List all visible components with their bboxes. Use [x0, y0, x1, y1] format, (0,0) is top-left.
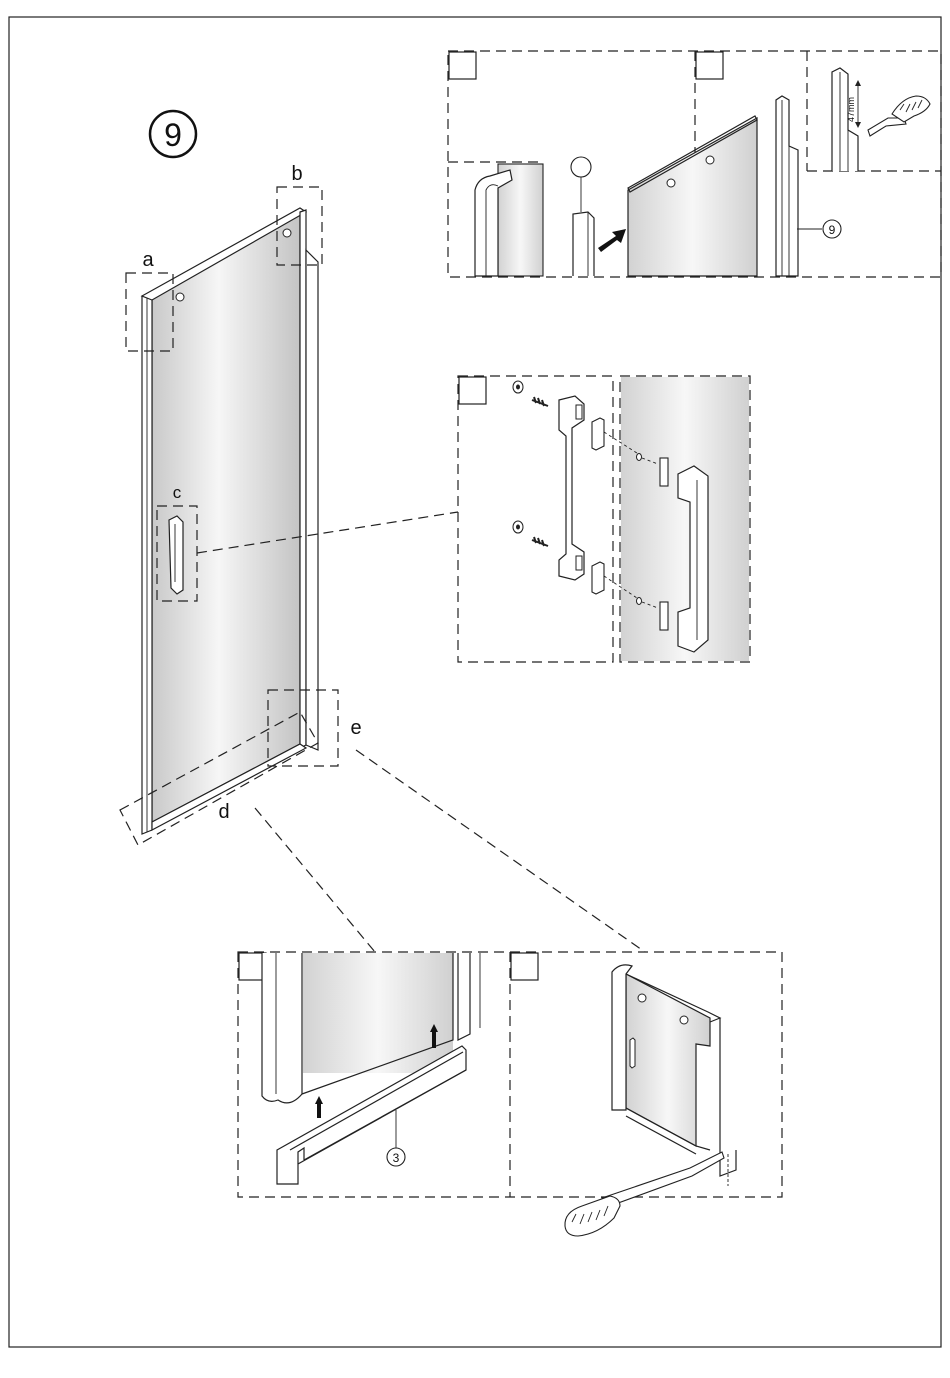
sub-step-box [511, 953, 538, 980]
glass-hole [638, 994, 646, 1002]
vertical-profile [776, 96, 798, 276]
callout-label-d: d [218, 801, 229, 823]
door-right-profile [300, 210, 306, 748]
hinge-hole [176, 293, 184, 301]
sub-step-box [449, 52, 476, 79]
part-number-9: 9 [829, 223, 836, 237]
callout-label-a: a [142, 249, 154, 271]
main-door [142, 208, 318, 834]
mount-clip [660, 602, 668, 630]
screw [532, 397, 548, 406]
bottom-detail-panel: 3 [238, 952, 782, 1236]
dimension-text: 47mm [846, 97, 856, 122]
mount-clip [592, 562, 604, 594]
mount-clip [660, 458, 668, 486]
step-number-text: 9 [164, 117, 182, 153]
hinge-hole [283, 229, 291, 237]
glass-hole [667, 179, 675, 187]
handle-bar [559, 396, 584, 580]
seal-strip [573, 212, 594, 276]
sub-step-box [696, 52, 723, 79]
callout-label-c: c [173, 483, 182, 502]
step-number-badge: 9 [150, 111, 196, 157]
screw [532, 537, 548, 546]
wall-profile [306, 250, 318, 750]
door-profile [262, 953, 302, 1103]
callout-label-e: e [350, 717, 361, 739]
handle-detail-panel [458, 376, 750, 662]
marker-circle [571, 157, 591, 177]
door-handle-small [630, 1038, 635, 1068]
leader-line-e [356, 750, 645, 952]
part-number-3: 3 [393, 1151, 400, 1165]
door-handle [169, 516, 183, 594]
glass-pane [628, 118, 757, 276]
glass-hole [680, 1016, 688, 1024]
insert-arrow-icon [598, 229, 626, 252]
sub-step-box [459, 377, 486, 404]
top-detail-panel: 9 47mm [448, 51, 941, 277]
leader-line-d [255, 808, 375, 952]
glass-panel-section [303, 953, 453, 1073]
lift-arrow-icon [315, 1096, 323, 1118]
glass-hole [706, 156, 714, 164]
callout-label-b: b [291, 163, 302, 185]
saw-icon [868, 96, 930, 136]
saw-icon [565, 1152, 724, 1236]
mount-clip [592, 418, 604, 450]
